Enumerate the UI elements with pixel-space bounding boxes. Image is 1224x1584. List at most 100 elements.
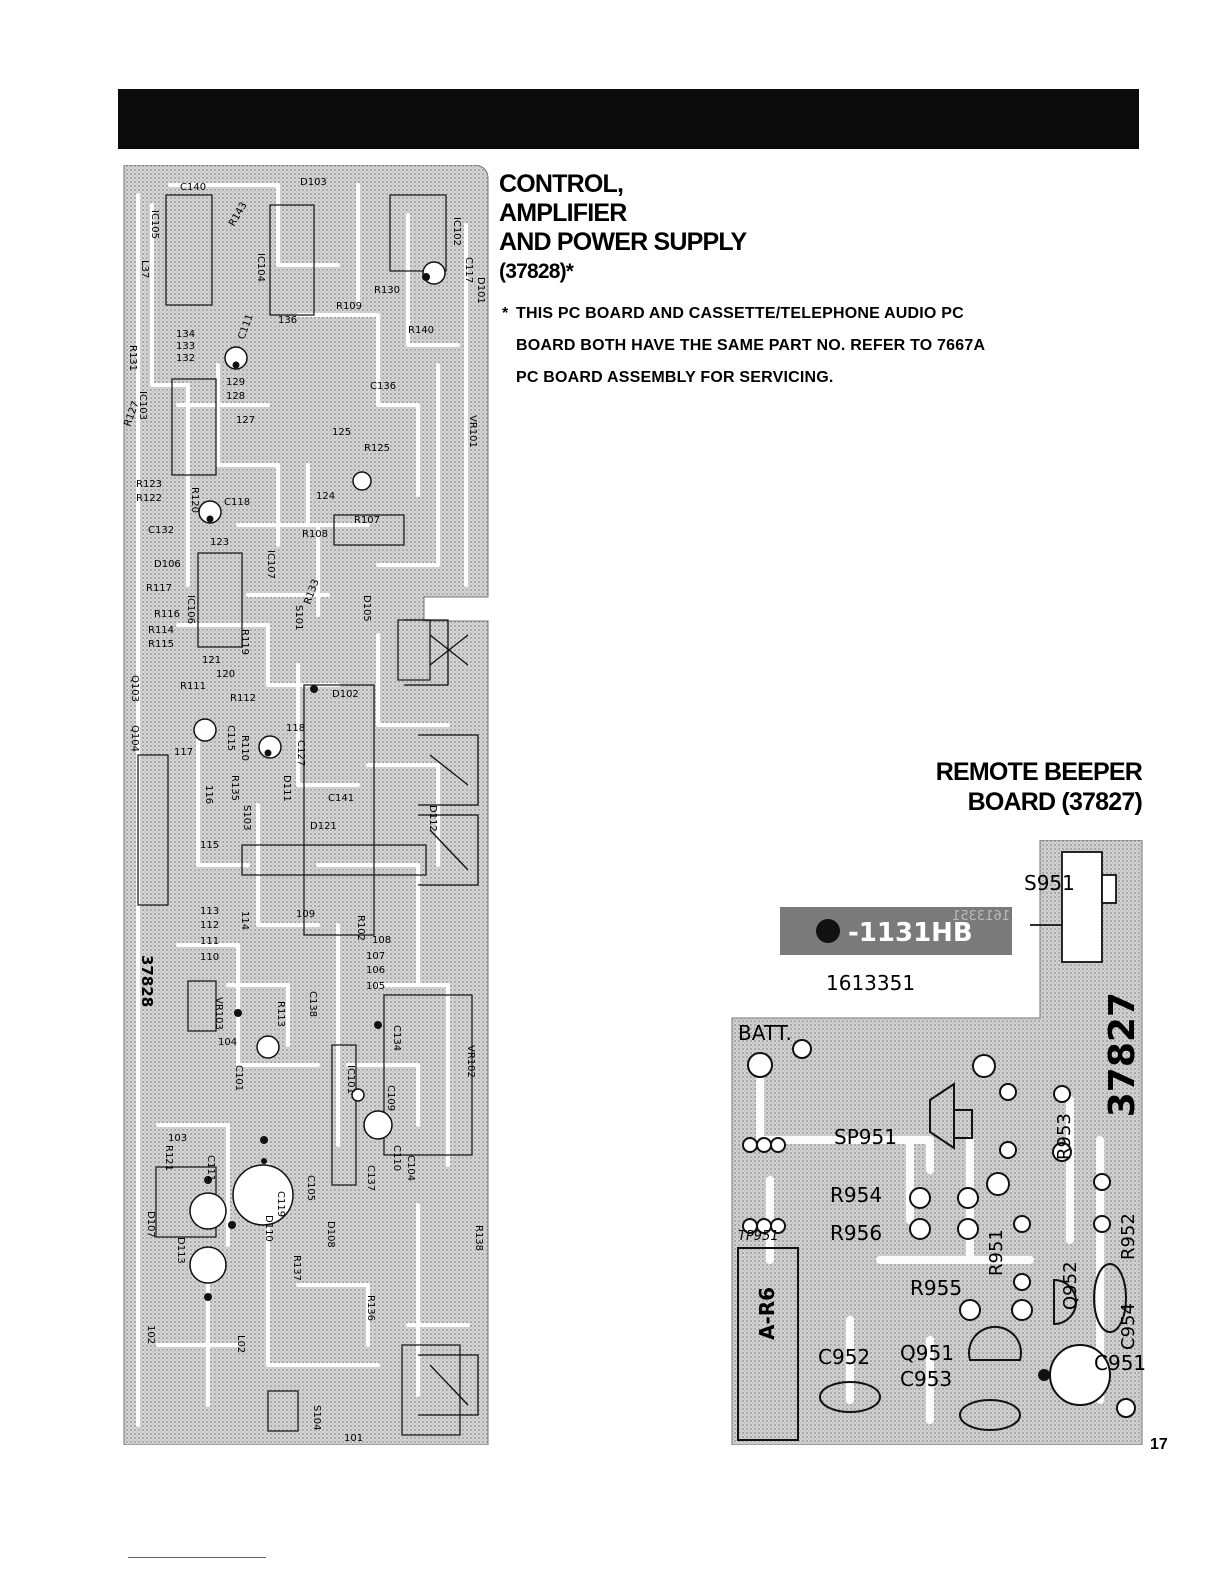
- board-label: R111: [180, 681, 206, 692]
- board-label: R116: [154, 609, 180, 620]
- board-label: R122: [136, 493, 162, 504]
- board-label: C119: [275, 1191, 286, 1217]
- board-label: R107: [354, 515, 380, 526]
- board-label: 107: [366, 951, 385, 962]
- board-label: C134: [391, 1025, 402, 1051]
- component-label: TP951: [738, 1229, 779, 1244]
- component-label: R954: [830, 1183, 882, 1207]
- board-label: C110: [391, 1145, 402, 1171]
- board-label: R120: [189, 487, 200, 513]
- note-line: BOARD BOTH HAVE THE SAME PART NO. REFER …: [516, 337, 986, 354]
- board-label: C105: [305, 1175, 316, 1201]
- component-label: 1613351: [826, 971, 915, 995]
- board-label: 118: [286, 723, 305, 734]
- main-board-title: CONTROL, AMPLIFIER AND POWER SUPPLY (378…: [499, 170, 747, 286]
- service-note: * THIS PC BOARD AND CASSETTE/TELEPHONE A…: [502, 298, 1142, 394]
- component-label: C951: [1094, 1351, 1146, 1375]
- board-label: D113: [175, 1237, 186, 1264]
- board-label: R108: [302, 529, 328, 540]
- board-label: C141: [328, 793, 354, 804]
- board-label: R121: [163, 1145, 174, 1171]
- board-label: 105: [366, 981, 385, 992]
- board-label: C138: [307, 991, 318, 1017]
- board-label: D106: [154, 559, 181, 570]
- board-label: D121: [310, 821, 337, 832]
- board-label: R109: [336, 301, 362, 312]
- board-label: IC104: [255, 253, 266, 282]
- note-marker: *: [502, 305, 509, 322]
- board-label: IC103: [137, 391, 148, 420]
- board-label: 114: [239, 911, 250, 930]
- footer-rule: [128, 1557, 266, 1558]
- board-label: 108: [372, 935, 391, 946]
- board-label: D101: [475, 277, 486, 304]
- remote-board-title: REMOTE BEEPER BOARD (37827): [935, 757, 1143, 817]
- board-label: 110: [200, 952, 219, 963]
- board-label: D110: [263, 1215, 274, 1242]
- board-label: 124: [316, 491, 335, 502]
- board-label: R140: [408, 325, 434, 336]
- board-label: C117: [463, 257, 474, 283]
- component-label: Q952: [1060, 1261, 1081, 1310]
- board-label: 104: [218, 1037, 237, 1048]
- board-number-label: 37828: [138, 955, 156, 1007]
- component-label: S951: [1024, 871, 1075, 895]
- mirrored-code-label: 1613351: [952, 909, 1010, 924]
- maker-mark-label: -1131HB: [848, 918, 973, 948]
- title-line: REMOTE BEEPER: [935, 758, 1143, 786]
- component-label: Q951: [900, 1341, 954, 1365]
- title-line: AND POWER SUPPLY: [499, 228, 747, 256]
- board-label: R123: [136, 479, 162, 490]
- component-label: C954: [1118, 1303, 1139, 1350]
- board-label: R117: [146, 583, 172, 594]
- board-label: C140: [180, 182, 206, 193]
- battery-label: A-R6: [755, 1287, 779, 1340]
- note-line: PC BOARD ASSEMBLY FOR SERVICING.: [516, 369, 834, 386]
- board-label: R125: [364, 443, 390, 454]
- board-label: C111: [205, 1155, 216, 1181]
- board-label: R114: [148, 625, 174, 636]
- board-label: L37: [139, 260, 150, 278]
- board-label: 136: [278, 315, 297, 326]
- board-label: VR103: [213, 997, 224, 1030]
- component-label: SP951: [834, 1125, 897, 1149]
- board-label: Q103: [129, 675, 140, 702]
- board-label: 132: [176, 353, 195, 364]
- board-label: 101: [344, 1433, 363, 1444]
- component-label: C952: [818, 1345, 870, 1369]
- board-label: C132: [148, 525, 174, 536]
- title-line: AMPLIFIER: [499, 199, 627, 227]
- board-label: R136: [365, 1295, 376, 1321]
- board-label: D111: [281, 775, 292, 802]
- board-label: 112: [200, 920, 219, 931]
- board-label: R137: [291, 1255, 302, 1281]
- board-label: 120: [216, 669, 235, 680]
- board-label: 125: [332, 427, 351, 438]
- board-label: 123: [210, 537, 229, 548]
- board-label: 117: [174, 747, 193, 758]
- board-label: S101: [293, 605, 304, 630]
- board-label: L02: [235, 1335, 246, 1353]
- board-label: IC101: [345, 1065, 356, 1094]
- board-label: S103: [241, 805, 252, 830]
- component-label: R952: [1118, 1213, 1139, 1260]
- board-label: IC107: [265, 550, 276, 579]
- board-label: 134: [176, 329, 195, 340]
- board-label: 121: [202, 655, 221, 666]
- title-line: CONTROL,: [499, 170, 624, 198]
- board-label: 116: [203, 785, 214, 804]
- board-label: D103: [300, 177, 327, 188]
- board-label: R110: [239, 735, 250, 761]
- board-label: D112: [427, 805, 438, 832]
- board-label: R115: [148, 639, 174, 650]
- board-label: R112: [230, 693, 256, 704]
- component-label: R955: [910, 1276, 962, 1300]
- board-label: IC102: [451, 217, 462, 246]
- board-label: IC105: [149, 210, 160, 239]
- board-label: 106: [366, 965, 385, 976]
- board-label: D107: [145, 1211, 156, 1238]
- board-label: R119: [239, 629, 250, 655]
- title-part-number: (37828)*: [499, 260, 574, 283]
- board-label: 103: [168, 1133, 187, 1144]
- page-number: 17: [1150, 1436, 1168, 1453]
